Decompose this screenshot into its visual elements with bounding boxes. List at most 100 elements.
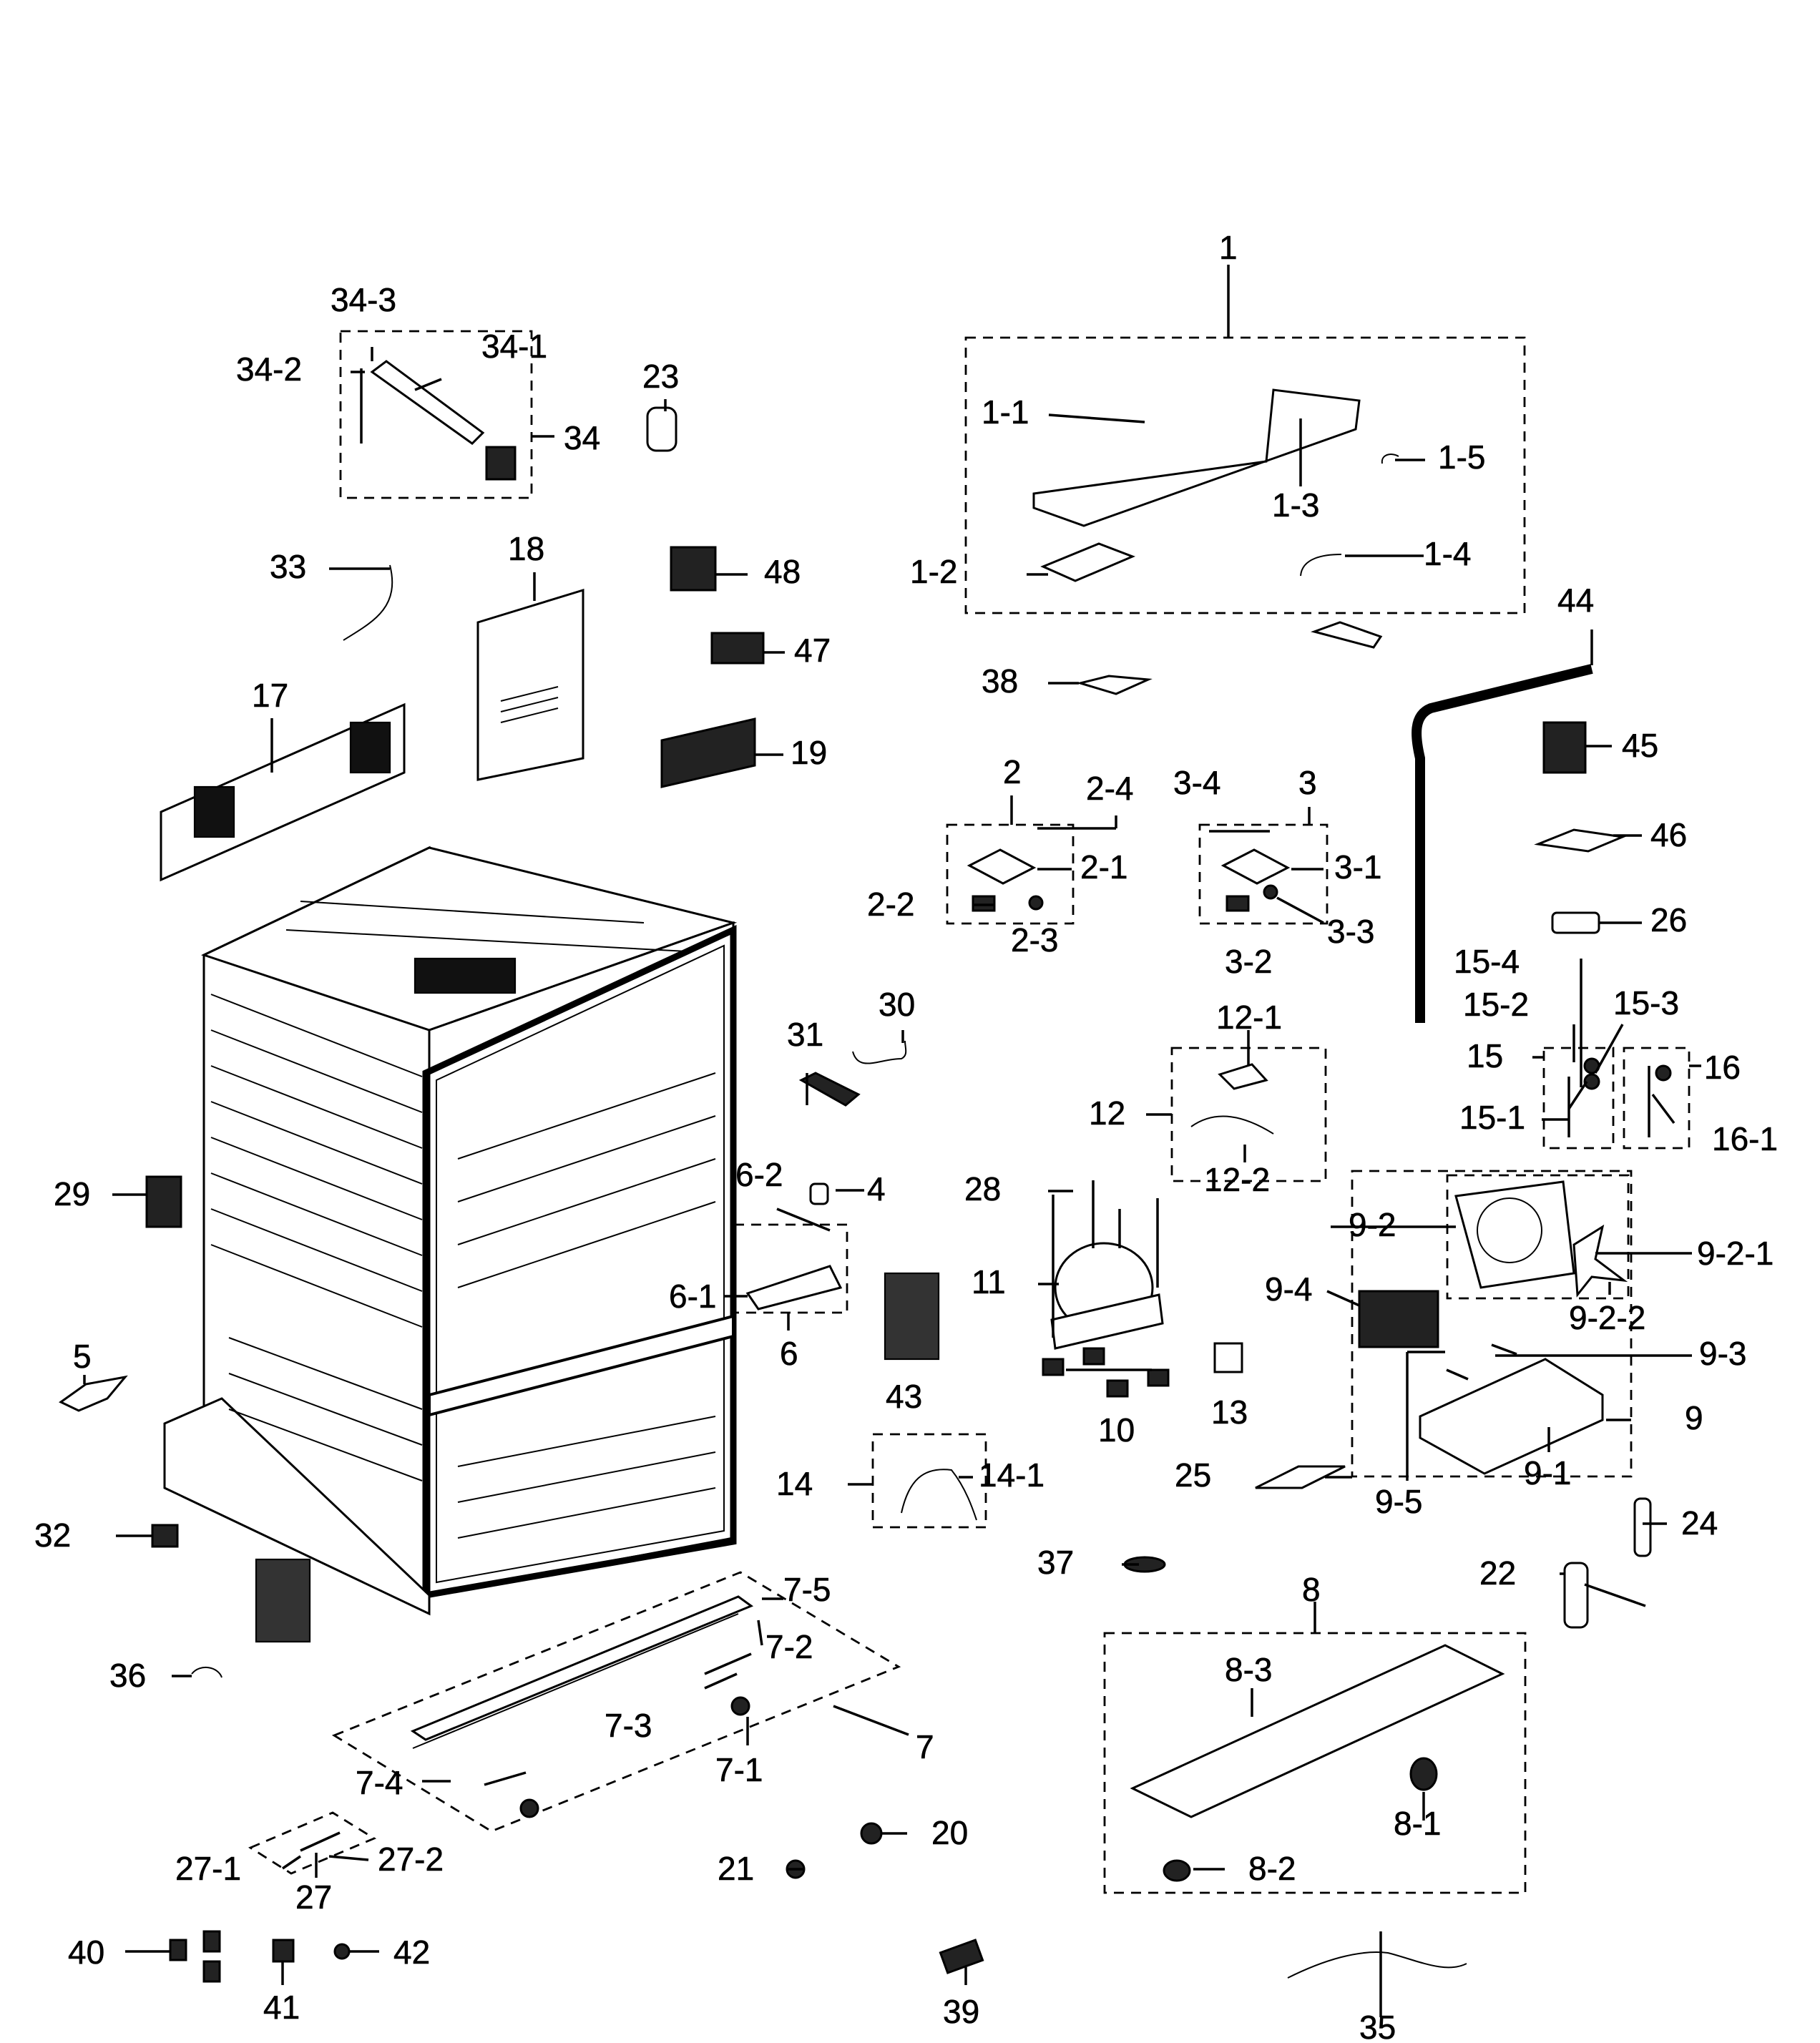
- part-33-wire-shape: [343, 564, 393, 641]
- label-6-1: 6-1: [669, 1278, 716, 1315]
- label-17: 17: [252, 677, 288, 714]
- group-box-34: [339, 330, 533, 499]
- label-13: 13: [1211, 1393, 1248, 1431]
- part-2-3-shape: [1028, 895, 1044, 911]
- label-7: 7: [916, 1728, 934, 1765]
- label-12-2: 12-2: [1204, 1161, 1270, 1198]
- part-2-1-shape: [967, 848, 1037, 885]
- part-3-2-shape: [1225, 895, 1250, 912]
- part-12-2-shape: [1190, 1115, 1274, 1135]
- label-9-4: 9-4: [1265, 1270, 1312, 1308]
- label-9-3: 9-3: [1699, 1335, 1746, 1372]
- label-25: 25: [1175, 1456, 1211, 1494]
- part-8-2-shape: [1163, 1859, 1191, 1882]
- label-3-3: 3-3: [1327, 913, 1374, 950]
- part-31-shape: [798, 1072, 861, 1107]
- label-37: 37: [1037, 1544, 1074, 1581]
- part-34-4-shape: [485, 446, 517, 481]
- label-7-1: 7-1: [715, 1751, 763, 1788]
- group-box-15: [1542, 1047, 1615, 1150]
- part-1-4-shape: [1300, 554, 1342, 577]
- part-32-shape: [151, 1524, 179, 1548]
- label-15-4: 15-4: [1454, 943, 1520, 980]
- label-4: 4: [867, 1170, 886, 1207]
- label-39: 39: [943, 1993, 979, 2030]
- part-35-shape: [1287, 1951, 1467, 1979]
- part-13-shape: [1213, 1342, 1243, 1373]
- part-45-shape: [1542, 721, 1587, 774]
- label-44: 44: [1557, 582, 1594, 619]
- part-9-1-shape: [1419, 1358, 1604, 1475]
- label-34-1: 34-1: [481, 328, 547, 365]
- cabinet-assembly: [163, 846, 738, 1616]
- label-3-2: 3-2: [1225, 943, 1272, 980]
- label-9-2-1: 9-2-1: [1697, 1235, 1773, 1272]
- label-1-4: 1-4: [1424, 535, 1471, 572]
- group-box-14: [871, 1433, 987, 1529]
- label-3-4: 3-4: [1173, 764, 1220, 801]
- part-16-shape: [1648, 1064, 1672, 1137]
- part-5-shape: [59, 1375, 128, 1412]
- label-34-3: 34-3: [331, 281, 396, 318]
- part-28-screws: [1052, 1180, 1159, 1338]
- label-31: 31: [787, 1016, 823, 1053]
- part-8-shape: [1130, 1644, 1505, 1882]
- label-1: 1: [1219, 229, 1238, 266]
- label-27-1: 27-1: [175, 1850, 241, 1887]
- group-box-9-2: [1446, 1174, 1630, 1300]
- label-9: 9: [1685, 1399, 1703, 1436]
- part-19-shape: [660, 717, 756, 788]
- part-29-shape: [145, 1175, 182, 1228]
- label-2-1: 2-1: [1080, 848, 1127, 886]
- label-16: 16: [1704, 1049, 1741, 1086]
- label-5: 5: [73, 1338, 92, 1375]
- part-4-shape: [809, 1182, 829, 1205]
- label-14: 14: [776, 1465, 813, 1502]
- label-6-2: 6-2: [735, 1156, 783, 1193]
- label-35: 35: [1359, 2009, 1396, 2043]
- part-17-shape: [160, 702, 406, 882]
- label-1-5: 1-5: [1438, 439, 1485, 476]
- label-1-3: 1-3: [1272, 486, 1319, 524]
- label-8-1: 8-1: [1394, 1805, 1441, 1842]
- label-42: 42: [393, 1934, 430, 1971]
- label-14-1: 14-1: [979, 1456, 1044, 1494]
- part-36-shape: [191, 1667, 222, 1678]
- part-3-1-shape: [1220, 848, 1291, 885]
- label-19: 19: [791, 734, 827, 771]
- cabinet-front-frame: [422, 924, 737, 1599]
- cabinet-vent: [414, 957, 517, 994]
- label-16-1: 16-1: [1712, 1120, 1778, 1157]
- label-24: 24: [1681, 1504, 1718, 1542]
- part-9-shape: [1358, 1180, 1628, 1475]
- label-7-4: 7-4: [356, 1764, 403, 1801]
- part-47-shape: [710, 632, 765, 665]
- label-12-1: 12-1: [1216, 999, 1282, 1036]
- part-11-base: [1050, 1293, 1164, 1350]
- label-7-3: 7-3: [605, 1707, 652, 1744]
- label-47: 47: [794, 632, 831, 669]
- part-34-duct: [360, 360, 517, 481]
- part-1-6-shape: [1310, 621, 1383, 649]
- part-23-shape: [646, 406, 677, 452]
- part-24-shape: [1633, 1497, 1652, 1557]
- label-2-3: 2-3: [1011, 921, 1058, 959]
- label-6: 6: [780, 1335, 798, 1372]
- part-20-shape: [860, 1822, 883, 1845]
- label-22: 22: [1479, 1554, 1516, 1592]
- part-38-shape: [1076, 675, 1153, 695]
- label-34-2: 34-2: [236, 351, 302, 388]
- label-46: 46: [1650, 816, 1687, 853]
- label-21: 21: [718, 1850, 754, 1887]
- label-33: 33: [270, 548, 306, 585]
- label-40: 40: [68, 1934, 104, 1971]
- part-1-shape: [1032, 388, 1399, 582]
- label-2-4: 2-4: [1086, 770, 1133, 807]
- leader-lines: [83, 265, 1701, 2017]
- cabinet-mullion: [428, 1314, 735, 1417]
- part-22-shape: [1563, 1562, 1646, 1629]
- label-29: 29: [54, 1175, 90, 1212]
- label-7-2: 7-2: [765, 1628, 813, 1665]
- label-27-2: 27-2: [378, 1841, 444, 1878]
